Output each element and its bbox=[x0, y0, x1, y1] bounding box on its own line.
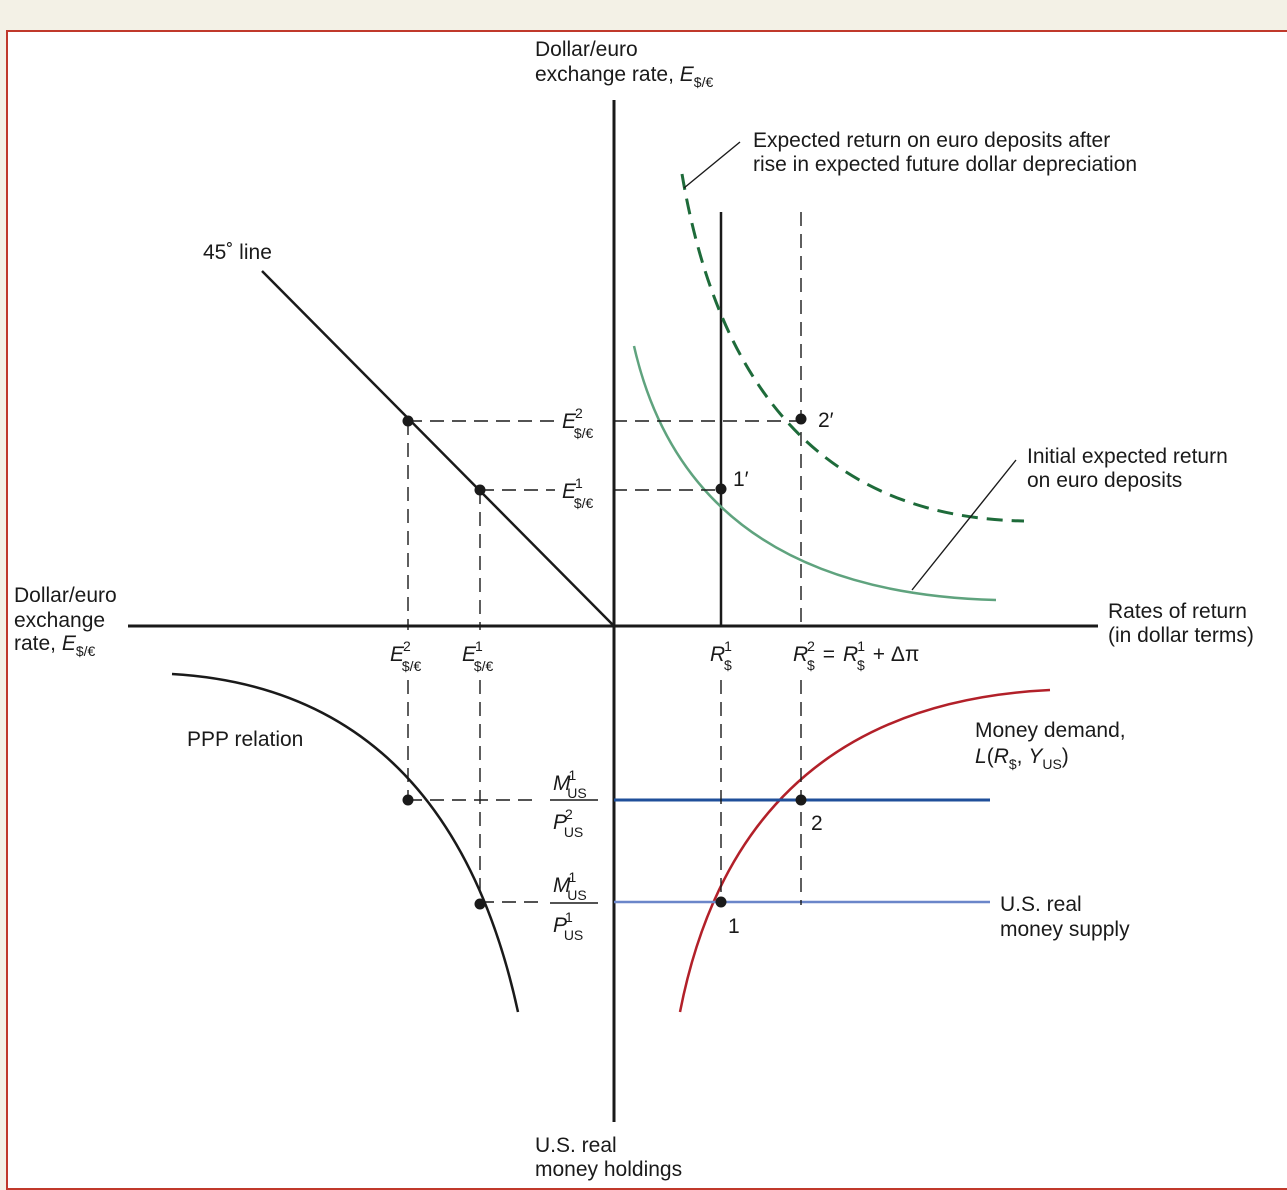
point-1 bbox=[715, 896, 727, 908]
point-e2-on-45 bbox=[402, 415, 414, 427]
forty-five-degree-line bbox=[261, 270, 615, 627]
tick-e1-horizontal: E1$/€ bbox=[462, 638, 493, 674]
tick-e2-horizontal: E2$/€ bbox=[390, 638, 421, 674]
money-demand-curve bbox=[678, 688, 1051, 1013]
point-2 bbox=[795, 794, 807, 806]
after-curve-label: Expected return on euro deposits after r… bbox=[753, 129, 1137, 176]
left-axis-label: Dollar/euro exchange rate, E$/€ bbox=[14, 584, 123, 659]
point-2-label: 2 bbox=[811, 812, 823, 835]
point-1prime-label: 1′ bbox=[733, 468, 749, 491]
figure-frame bbox=[6, 30, 1287, 1190]
money-supply-label: U.S. real money supply bbox=[1000, 893, 1130, 941]
point-ppp-1 bbox=[474, 898, 486, 910]
right-axis-label: Rates of return (in dollar terms) bbox=[1108, 600, 1254, 647]
leader-after-curve bbox=[683, 141, 741, 189]
initial-curve-label: Initial expected return on euro deposits bbox=[1027, 445, 1234, 492]
tick-r1: R1$ bbox=[710, 638, 732, 673]
bottom-axis-label: U.S. real money holdings bbox=[535, 1134, 682, 1181]
point-2prime bbox=[795, 413, 807, 425]
top-axis-label: Dollar/euro exchange rate, E$/€ bbox=[535, 38, 713, 90]
forty-five-line-label: 45˚ line bbox=[203, 241, 272, 264]
initial-euro-return-curve bbox=[632, 345, 997, 602]
money-demand-function-label: L(R$, YUS) bbox=[975, 745, 1069, 772]
point-2prime-label: 2′ bbox=[818, 409, 834, 432]
leader-initial-curve bbox=[911, 459, 1017, 591]
dashed-guides bbox=[407, 212, 802, 905]
tick-e2-vertical: E2$/€ bbox=[562, 405, 593, 441]
tick-e1-vertical: E1$/€ bbox=[562, 475, 593, 511]
ppp-relation-curve bbox=[171, 672, 520, 1013]
point-1prime bbox=[715, 483, 727, 495]
tick-r2-equation: R2$=R1$+ Δπ bbox=[793, 638, 919, 673]
ppp-relation-label: PPP relation bbox=[187, 728, 303, 751]
equilibrium-points bbox=[402, 413, 807, 910]
money-demand-label: Money demand, bbox=[975, 719, 1126, 742]
point-1-label: 1 bbox=[728, 915, 740, 938]
point-e1-on-45 bbox=[474, 484, 486, 496]
after-euro-return-curve bbox=[680, 173, 1025, 523]
point-ppp-2 bbox=[402, 794, 414, 806]
